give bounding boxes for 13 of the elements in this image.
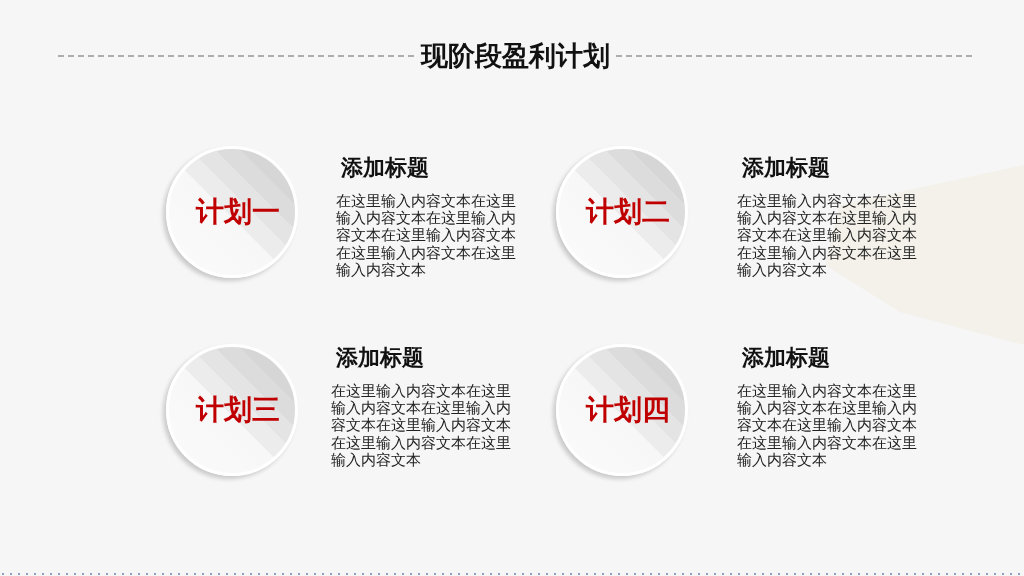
section-heading: 添加标题 [336, 346, 424, 370]
section-heading: 添加标题 [742, 156, 830, 180]
plan-label: 计划二 [586, 197, 670, 227]
body-text: 在这里输入内容文本在这里输入内容文本在这里输入内容文本在这里输入内容文本在这里输入内容文本在这里输入内容文本 [737, 383, 918, 469]
body-text: 在这里输入内容文本在这里输入内容文本在这里输入内容文本在这里输入内容文本在这里输入内容文本在这里输入内容文本 [737, 193, 918, 279]
plan-label: 计划四 [586, 395, 670, 425]
body-text: 在这里输入内容文本在这里输入内容文本在这里输入内容文本在这里输入内容文本在这里输入内容文本在这里输入内容文本 [331, 383, 512, 469]
plan-label: 计划三 [196, 395, 280, 425]
body-text: 在这里输入内容文本在这里输入内容文本在这里输入内容文本在这里输入内容文本在这里输入内容文本在这里输入内容文本 [336, 193, 517, 279]
section-heading: 添加标题 [341, 156, 429, 180]
section-heading: 添加标题 [742, 346, 830, 370]
slide-title: 现阶段盈利计划 [419, 40, 611, 72]
plan-label: 计划一 [196, 197, 280, 227]
